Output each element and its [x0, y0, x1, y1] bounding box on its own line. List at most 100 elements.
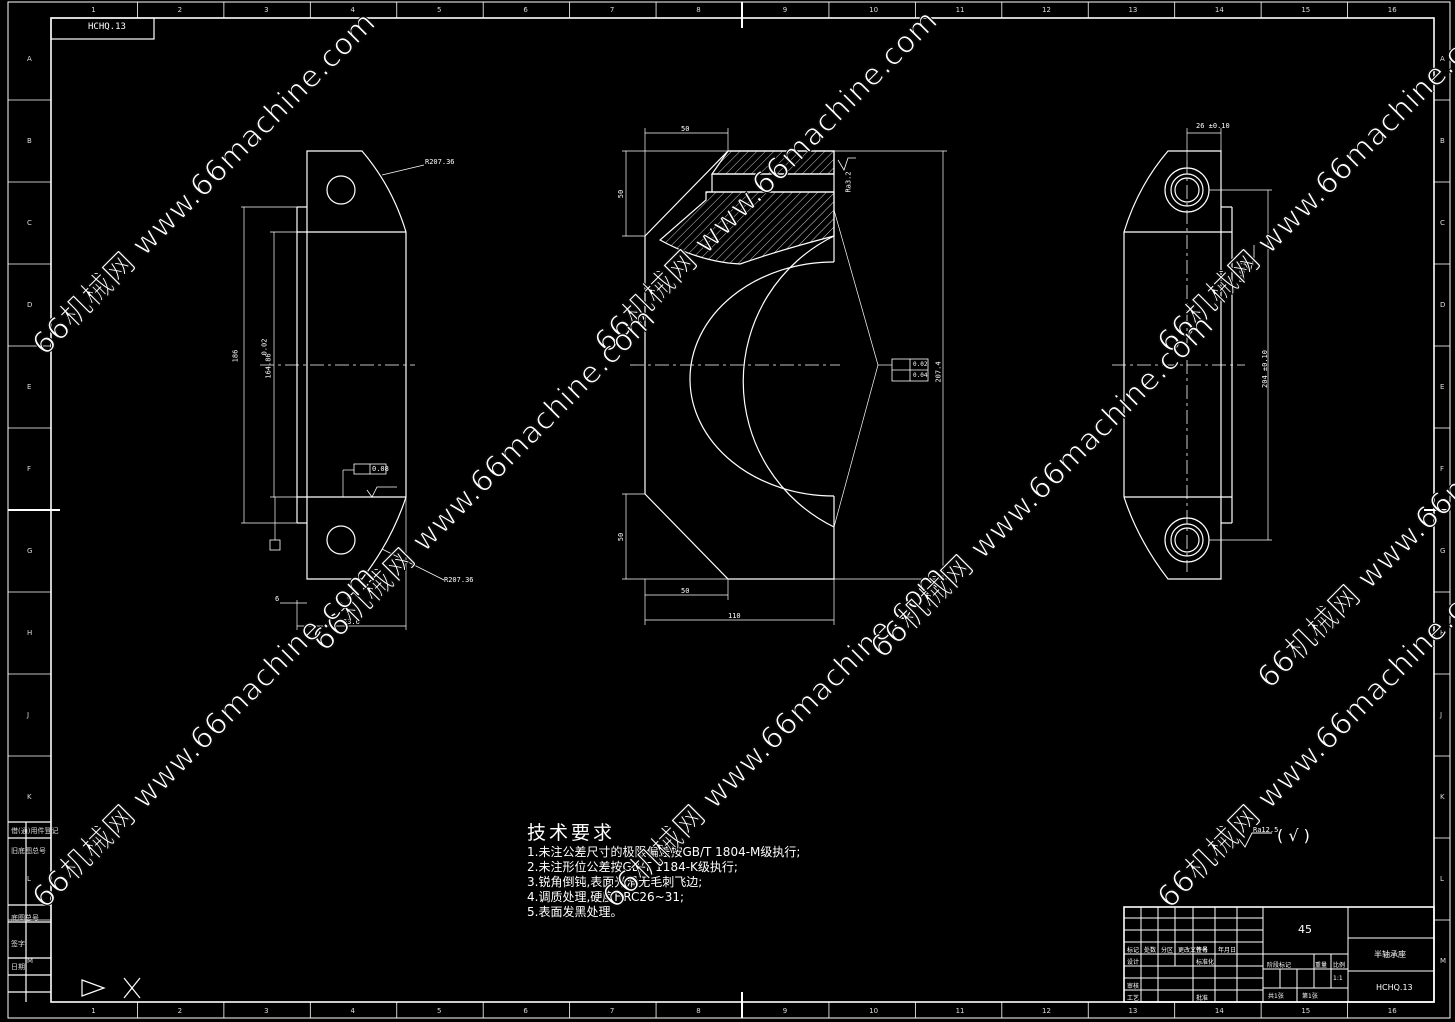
tb-material: 45 — [1298, 923, 1312, 936]
side-label: 底图总号 — [11, 914, 39, 922]
tech-notes: 技术要求 1.未注公差尺寸的极限偏差按GB/T 1804-M级执行;2.未注形位… — [527, 818, 800, 920]
grid-row-label: J — [27, 711, 30, 719]
left-hole-top — [326, 175, 356, 205]
grid-row-label: A — [27, 55, 32, 63]
dim-right-ra: Ra6.3 — [1238, 261, 1247, 283]
dim-mid-50-bot: 50 — [681, 587, 690, 595]
dim-right-w: 26 ±0.10 — [1196, 122, 1230, 130]
grid-row-label: J — [1440, 711, 1443, 719]
grid-col-label: 4 — [350, 6, 355, 14]
grid-col-label: 5 — [436, 6, 442, 14]
grid-row-label: D — [1440, 301, 1446, 309]
top-code: HCHQ.13 — [88, 22, 126, 32]
grid-row-label: C — [1440, 219, 1445, 227]
side-label: 签字 — [11, 940, 25, 948]
left-hole-bot — [326, 525, 356, 555]
projection-symbol — [81, 979, 106, 997]
dim-left-r1: R207.36 — [425, 158, 455, 166]
roughness-value: Ra12.5 — [1253, 826, 1279, 834]
tb-cell-label: 处数 — [1144, 947, 1157, 954]
tb-sheet-no: 第1张 — [1302, 993, 1318, 1000]
dim-mid-50-top: 50 — [681, 125, 690, 133]
tb-cell-label: 审核 — [1127, 983, 1140, 990]
side-label: 借(通)用件登记 — [11, 827, 59, 835]
grid-col-label: 16 — [1387, 6, 1397, 14]
tb-scale: 1:1 — [1333, 975, 1343, 982]
dim-mid-fcf2: 0.04 — [913, 372, 928, 379]
dim-left-w: 63.6 — [343, 618, 360, 626]
grid-col-label: 1 — [91, 1007, 96, 1015]
grid-row-label: E — [27, 383, 32, 391]
tech-title: 技术要求 — [527, 822, 616, 844]
title-block — [1123, 906, 1435, 1003]
tb-code: HCHQ.13 — [1376, 983, 1413, 992]
middle-view — [622, 128, 947, 625]
grid-row-label: B — [1440, 137, 1445, 145]
grid-row-label: F — [27, 465, 32, 473]
grid-col-label: 13 — [1128, 1007, 1138, 1015]
dim-left-6: 6 — [275, 595, 280, 603]
top-code-box — [50, 17, 155, 40]
dim-right-h: 204 ±0.10 — [1260, 350, 1269, 388]
grid-row-label: M — [27, 957, 34, 965]
tb-cell-label: 标准化 — [1196, 959, 1215, 966]
tech-line: 5.表面发黑处理。 — [527, 905, 623, 919]
grid-col-label: 5 — [436, 1007, 442, 1015]
dim-mid-50-left: 50 — [617, 189, 626, 199]
grid-row-label: K — [27, 793, 32, 801]
tb-cell-label: 阶段标记 — [1267, 962, 1292, 969]
tb-part-name: 半轴承座 — [1374, 950, 1406, 959]
tb-cell-label: 重量 — [1315, 962, 1328, 969]
grid-col-label: 11 — [955, 1007, 965, 1015]
dim-left-v1: 186 — [231, 349, 240, 363]
grid-row-label: K — [1440, 793, 1445, 801]
grid-row-label: C — [27, 219, 32, 227]
tb-cell-label: 批准 — [1196, 995, 1209, 1002]
tb-cell-label: 标记 — [1127, 947, 1140, 954]
grid-col-label: 9 — [782, 6, 788, 14]
dim-mid-fcf1: 0.02 — [913, 361, 928, 368]
right-view — [1112, 128, 1272, 580]
grid-row-label: H — [27, 629, 33, 637]
tb-cell-label: 更改文件号 — [1178, 947, 1209, 954]
grid-col-label: 15 — [1301, 6, 1311, 14]
tb-cell-label: 签名 — [1196, 947, 1209, 954]
grid-col-label: 14 — [1214, 1007, 1224, 1015]
grid-row-label: L — [1440, 875, 1444, 883]
dim-left-v3: 0.02 — [260, 338, 269, 356]
tb-cell-label: 工艺 — [1127, 995, 1140, 1002]
grid-col-label: 10 — [869, 6, 879, 14]
side-label: 日期 — [11, 963, 25, 971]
grid-col-label: 6 — [523, 1007, 528, 1015]
grid-row-label: A — [1440, 55, 1445, 63]
dim-mid-ra: Ra3.2 — [844, 171, 853, 193]
grid-row-label: G — [27, 547, 33, 555]
grid-col-label: 7 — [609, 6, 615, 14]
grid-col-label: 7 — [609, 1007, 615, 1015]
dim-mid-h: 207.4 — [934, 361, 943, 383]
grid-col-label: 9 — [782, 1007, 788, 1015]
grid-col-label: 8 — [696, 1007, 701, 1015]
tb-cell-label: 设计 — [1127, 959, 1140, 966]
grid-row-label: G — [1440, 547, 1446, 555]
dim-left-v2: 164.86 — [264, 353, 273, 379]
tech-line: 4.调质处理,硬度HRC26~31; — [527, 890, 685, 904]
grid-row-label: E — [1440, 383, 1445, 391]
left-view — [241, 150, 445, 630]
grid-col-label: 12 — [1042, 1007, 1051, 1015]
dim-left-tol: 0.08 — [372, 465, 389, 473]
grid-col-label: 11 — [955, 6, 965, 14]
grid-col-label: 4 — [350, 1007, 355, 1015]
tb-cell-label: 比例 — [1333, 962, 1346, 969]
grid-col-label: 10 — [869, 1007, 879, 1015]
tech-line: 3.锐角倒钝,表面光滑无毛刺飞边; — [527, 875, 703, 889]
grid-col-label: 2 — [177, 1007, 183, 1015]
grid-col-label: 14 — [1214, 6, 1224, 14]
roughness-symbol — [1238, 832, 1272, 848]
grid-col-label: 8 — [696, 6, 701, 14]
tech-line: 2.未注形位公差按GB/T 1184-K级执行; — [527, 860, 738, 874]
grid-col-label: 3 — [264, 1007, 269, 1015]
dim-mid-110: 110 — [728, 612, 741, 620]
grid-row-label: L — [27, 875, 31, 883]
